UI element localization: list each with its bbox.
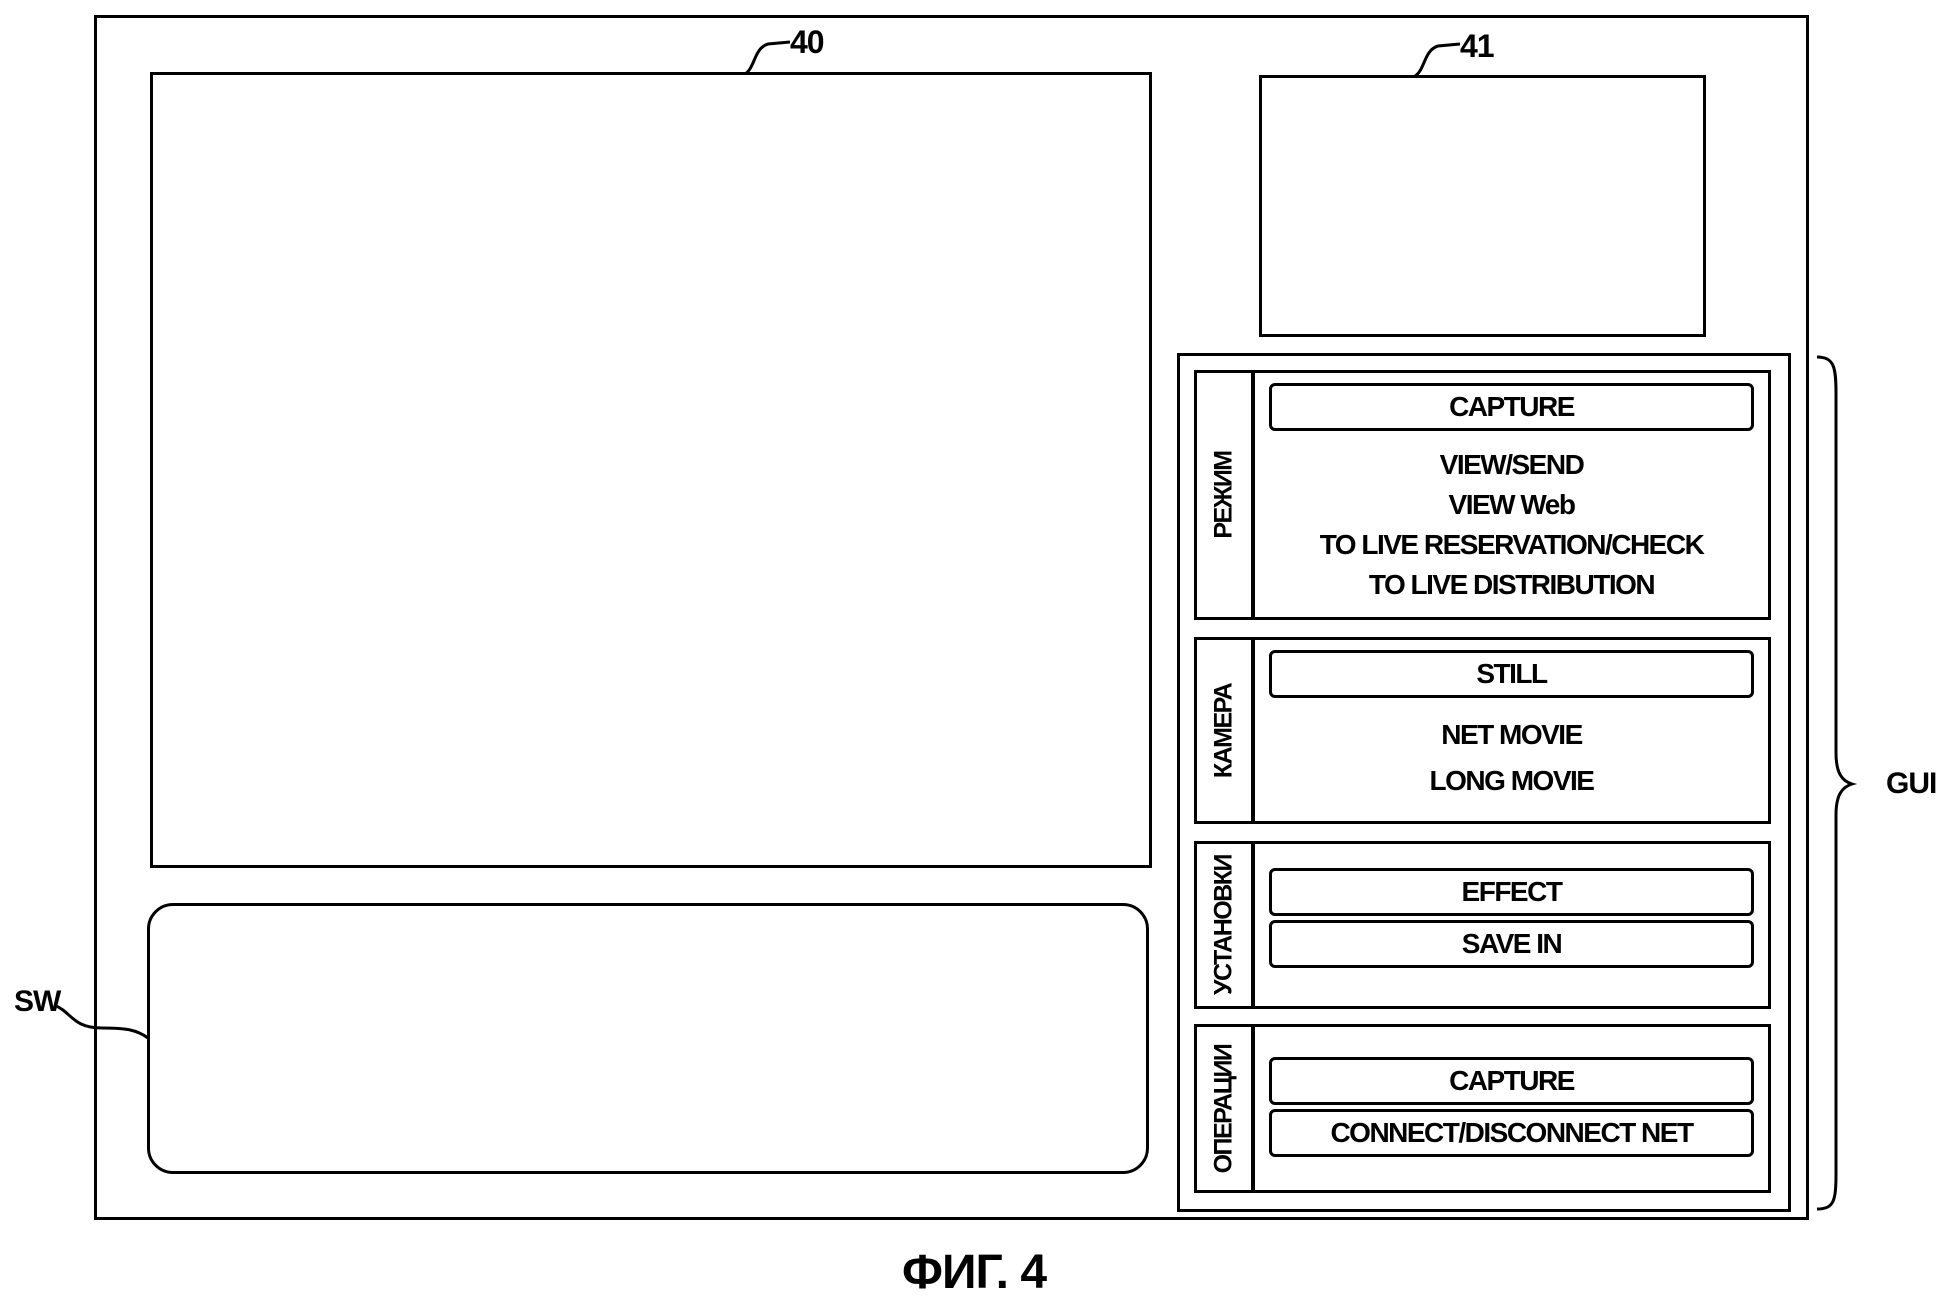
section-mode-label: РЕЖИМ: [1209, 451, 1238, 539]
section-operations: ОПЕРАЦИИ CAPTURE CONNECT/DISCONNECT NET: [1194, 1024, 1771, 1193]
ref-label-41: 41: [1460, 28, 1495, 64]
mode-view-web[interactable]: VIEW Web: [1448, 489, 1576, 520]
mode-live-reservation[interactable]: TO LIVE RESERVATION/CHECK: [1319, 529, 1705, 560]
camera-still-button[interactable]: STILL: [1269, 650, 1754, 698]
figure-caption: ФИГ. 4: [901, 1246, 1047, 1299]
leader-line-sw: [53, 1003, 149, 1040]
section-operations-label: ОПЕРАЦИИ: [1209, 1044, 1238, 1173]
ref-label-gui: GUI: [1886, 767, 1937, 800]
section-mode: РЕЖИМ CAPTURE VIEW/SEND VIEW Web TO LIVE…: [1194, 370, 1771, 620]
effect-button[interactable]: EFFECT: [1269, 868, 1754, 916]
section-label: УСТАНОВКИ: [1197, 844, 1255, 1006]
op-capture-button[interactable]: CAPTURE: [1269, 1057, 1754, 1105]
ref-label-40: 40: [790, 24, 825, 60]
mode-view-send[interactable]: VIEW/SEND: [1439, 449, 1585, 480]
section-label: ОПЕРАЦИИ: [1197, 1027, 1255, 1190]
section-label: КАМЕРА: [1197, 640, 1255, 821]
mode-live-distribution[interactable]: TO LIVE DISTRIBUTION: [1368, 569, 1656, 600]
gui-panel: [1177, 353, 1791, 1212]
main-display-area: [150, 72, 1152, 868]
leader-line-40: [744, 40, 791, 76]
camera-net-movie[interactable]: NET MOVIE: [1441, 719, 1583, 750]
sub-window: [147, 903, 1149, 1174]
leader-line-41: [1414, 42, 1461, 78]
connect-disconnect-button[interactable]: CONNECT/DISCONNECT NET: [1269, 1109, 1754, 1157]
gui-brace: [1816, 355, 1858, 1211]
preview-area: [1259, 75, 1706, 337]
window-frame: [94, 15, 1809, 1220]
mode-capture-button[interactable]: CAPTURE: [1269, 383, 1754, 431]
section-label: РЕЖИМ: [1197, 373, 1255, 617]
section-settings: УСТАНОВКИ EFFECT SAVE IN: [1194, 841, 1771, 1009]
section-camera-label: КАМЕРА: [1209, 683, 1238, 778]
camera-long-movie[interactable]: LONG MOVIE: [1429, 765, 1595, 796]
save-in-button[interactable]: SAVE IN: [1269, 920, 1754, 968]
section-camera: КАМЕРА STILL NET MOVIE LONG MOVIE: [1194, 637, 1771, 824]
ref-label-sw: SW: [14, 985, 61, 1018]
section-settings-label: УСТАНОВКИ: [1209, 854, 1238, 996]
